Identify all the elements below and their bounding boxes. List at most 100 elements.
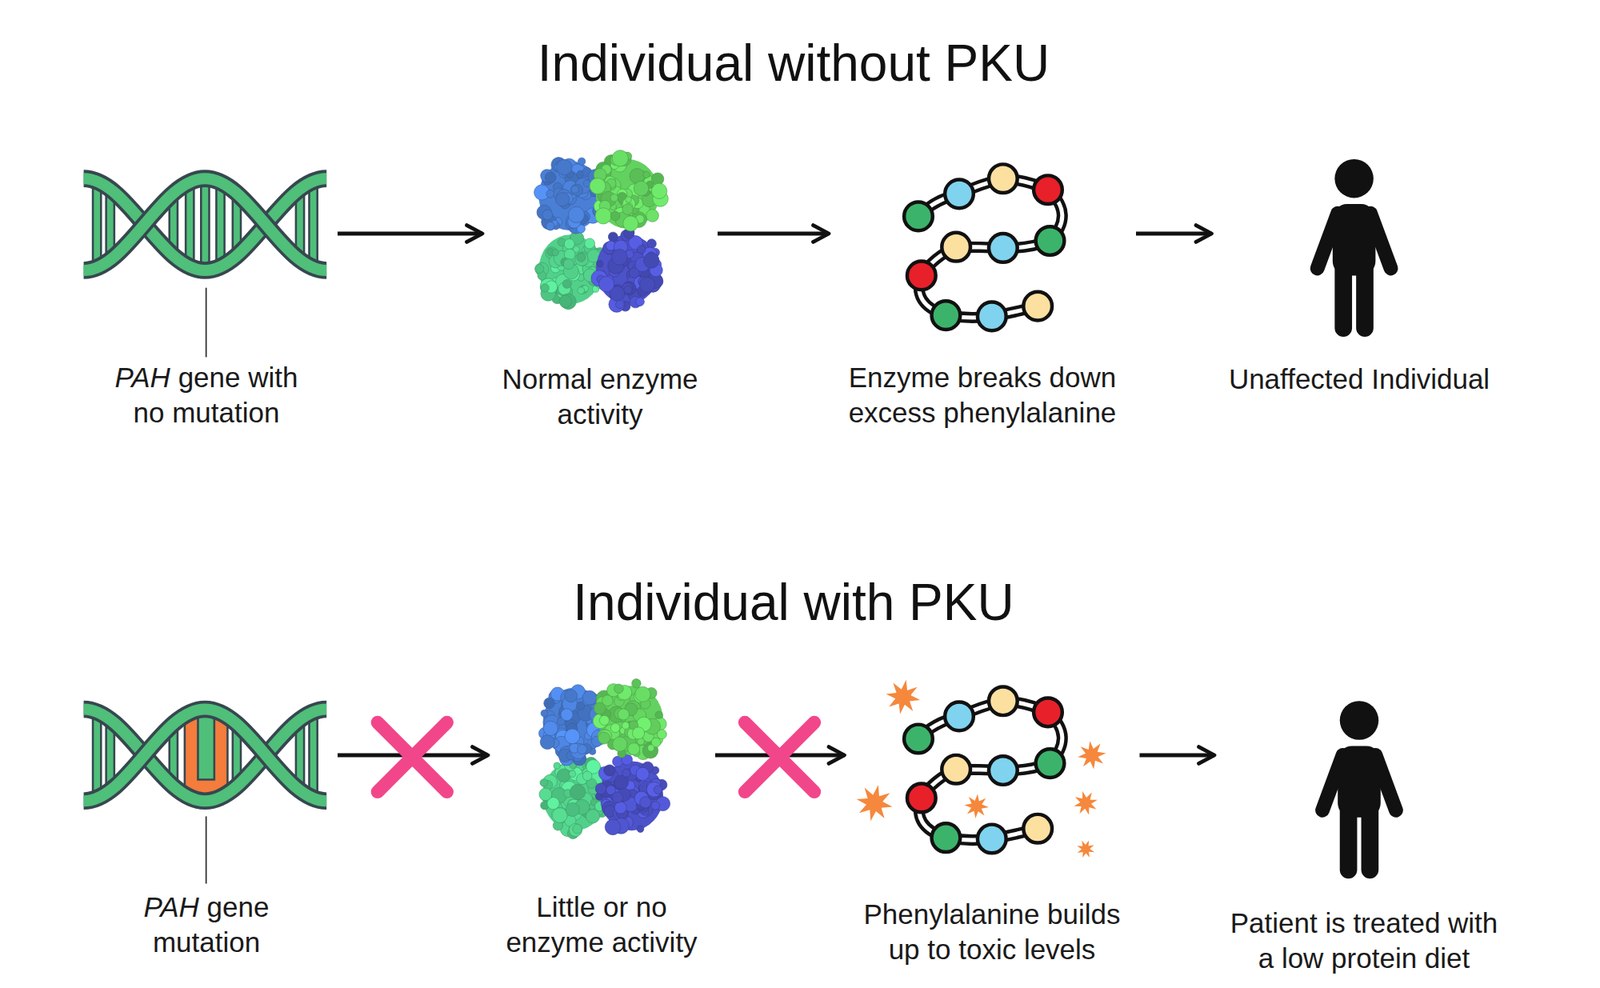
dna-middle-rungs: [185, 182, 224, 267]
enzyme-texture: [643, 171, 650, 178]
enzyme-tetramer: [539, 679, 671, 840]
enzyme-texture: [637, 245, 646, 254]
enzyme-texture: [632, 679, 641, 688]
enzyme-texture: [644, 252, 660, 268]
enzyme-texture: [617, 708, 629, 720]
cross-stroke: [377, 722, 448, 792]
amino-acid-chain: [904, 686, 1064, 853]
enzyme-texture: [611, 248, 628, 265]
enzyme-texture: [653, 785, 663, 795]
enzyme-texture: [651, 801, 660, 811]
enzyme-texture: [572, 824, 583, 834]
enzyme-texture: [608, 232, 618, 242]
person-figure: [1317, 159, 1392, 337]
enzyme-texture: [576, 252, 586, 262]
enzyme-texture: [571, 184, 584, 196]
enzyme-texture: [584, 238, 596, 249]
blocked-cross: [744, 722, 815, 792]
enzyme-texture: [655, 711, 663, 719]
enzyme-texture: [614, 801, 627, 814]
dna-strands: [84, 708, 328, 801]
node-caption: PAH gene mutation: [114, 889, 299, 960]
flow-arrow: [1136, 232, 1212, 236]
toxic-star: [1070, 788, 1100, 818]
enzyme-texture: [569, 784, 585, 800]
enzyme-texture: [595, 208, 612, 224]
icon-node: Unaffected Individual: [1221, 158, 1498, 400]
enzyme-texture: [540, 709, 548, 717]
toxic-star: [883, 676, 924, 717]
enzyme-texture: [623, 216, 639, 232]
enzyme-texture: [568, 206, 584, 223]
enzyme-texture: [622, 768, 631, 777]
enzyme-texture: [582, 771, 592, 781]
row-heading: Individual with PKU: [572, 572, 1014, 634]
flow-arrow: [337, 232, 483, 236]
enzyme-texture: [575, 252, 589, 267]
icon-node: Patient is treated with a low protein di…: [1224, 702, 1504, 980]
enzyme-texture: [568, 823, 582, 836]
icon-node: Phenylalanine builds up to toxic levels: [854, 688, 1131, 971]
enzyme-texture: [598, 276, 614, 292]
flow-arrow: [1140, 753, 1216, 758]
enzyme-texture: [576, 701, 585, 710]
node-caption: Patient is treated with a low protein di…: [1224, 905, 1504, 976]
amino-acid-chain: [904, 164, 1064, 331]
enzyme-texture: [651, 183, 667, 199]
enzyme-texture: [646, 781, 662, 797]
enzyme-texture: [563, 258, 574, 269]
cross-stroke: [744, 722, 815, 792]
enzyme-texture: [565, 802, 580, 816]
enzyme-texture: [564, 728, 580, 744]
enzyme-texture: [553, 762, 560, 769]
dna-mutated: [84, 708, 328, 801]
enzyme-structures: [534, 150, 671, 840]
enzyme-texture: [568, 770, 576, 778]
enzyme-texture: [560, 708, 573, 721]
enzyme-texture: [614, 775, 628, 789]
enzyme-texture: [556, 192, 570, 207]
icon-node: PAH gene with no mutation: [84, 173, 328, 434]
person-figure: [1322, 700, 1396, 879]
node-caption: PAH gene with no mutation: [104, 360, 309, 431]
enzyme-texture: [622, 204, 633, 215]
leader-line: [205, 288, 208, 358]
enzyme-texture: [598, 732, 611, 744]
enzyme-texture: [540, 779, 548, 787]
enzyme-texture: [610, 211, 620, 221]
toxic-star: [1076, 739, 1108, 772]
enzyme-texture: [624, 285, 632, 294]
node-caption: Unaffected Individual: [1221, 361, 1498, 397]
enzyme-texture: [577, 287, 585, 295]
icon-node: Normal enzyme activity: [492, 155, 708, 436]
enzyme-texture: [542, 209, 553, 220]
enzyme-texture: [610, 194, 618, 202]
node-caption: Phenylalanine builds up to toxic levels: [854, 896, 1131, 968]
enzyme-texture: [596, 260, 604, 268]
enzyme-subunit: [600, 685, 664, 756]
enzyme-texture: [539, 788, 552, 801]
enzyme-texture: [640, 796, 652, 808]
enzyme-texture: [540, 284, 549, 292]
node-caption: Little or no enzyme activity: [497, 889, 706, 960]
enzyme-texture: [612, 150, 628, 167]
enzyme-texture: [616, 300, 625, 309]
toxic-star: [1073, 837, 1097, 861]
enzyme-texture: [612, 736, 628, 752]
node-caption: Enzyme breaks down excess phenylalanine: [838, 360, 1127, 431]
enzyme-texture: [602, 695, 614, 707]
enzyme-texture: [621, 721, 629, 729]
enzyme-texture: [577, 744, 588, 755]
enzyme-texture: [610, 723, 620, 733]
enzyme-texture: [540, 735, 555, 750]
enzyme-texture: [546, 221, 556, 231]
enzyme-texture: [544, 172, 556, 184]
blocked-cross: [377, 722, 448, 792]
enzyme-texture: [552, 248, 559, 256]
enzyme-texture: [595, 783, 607, 795]
enzyme-texture: [564, 689, 578, 703]
